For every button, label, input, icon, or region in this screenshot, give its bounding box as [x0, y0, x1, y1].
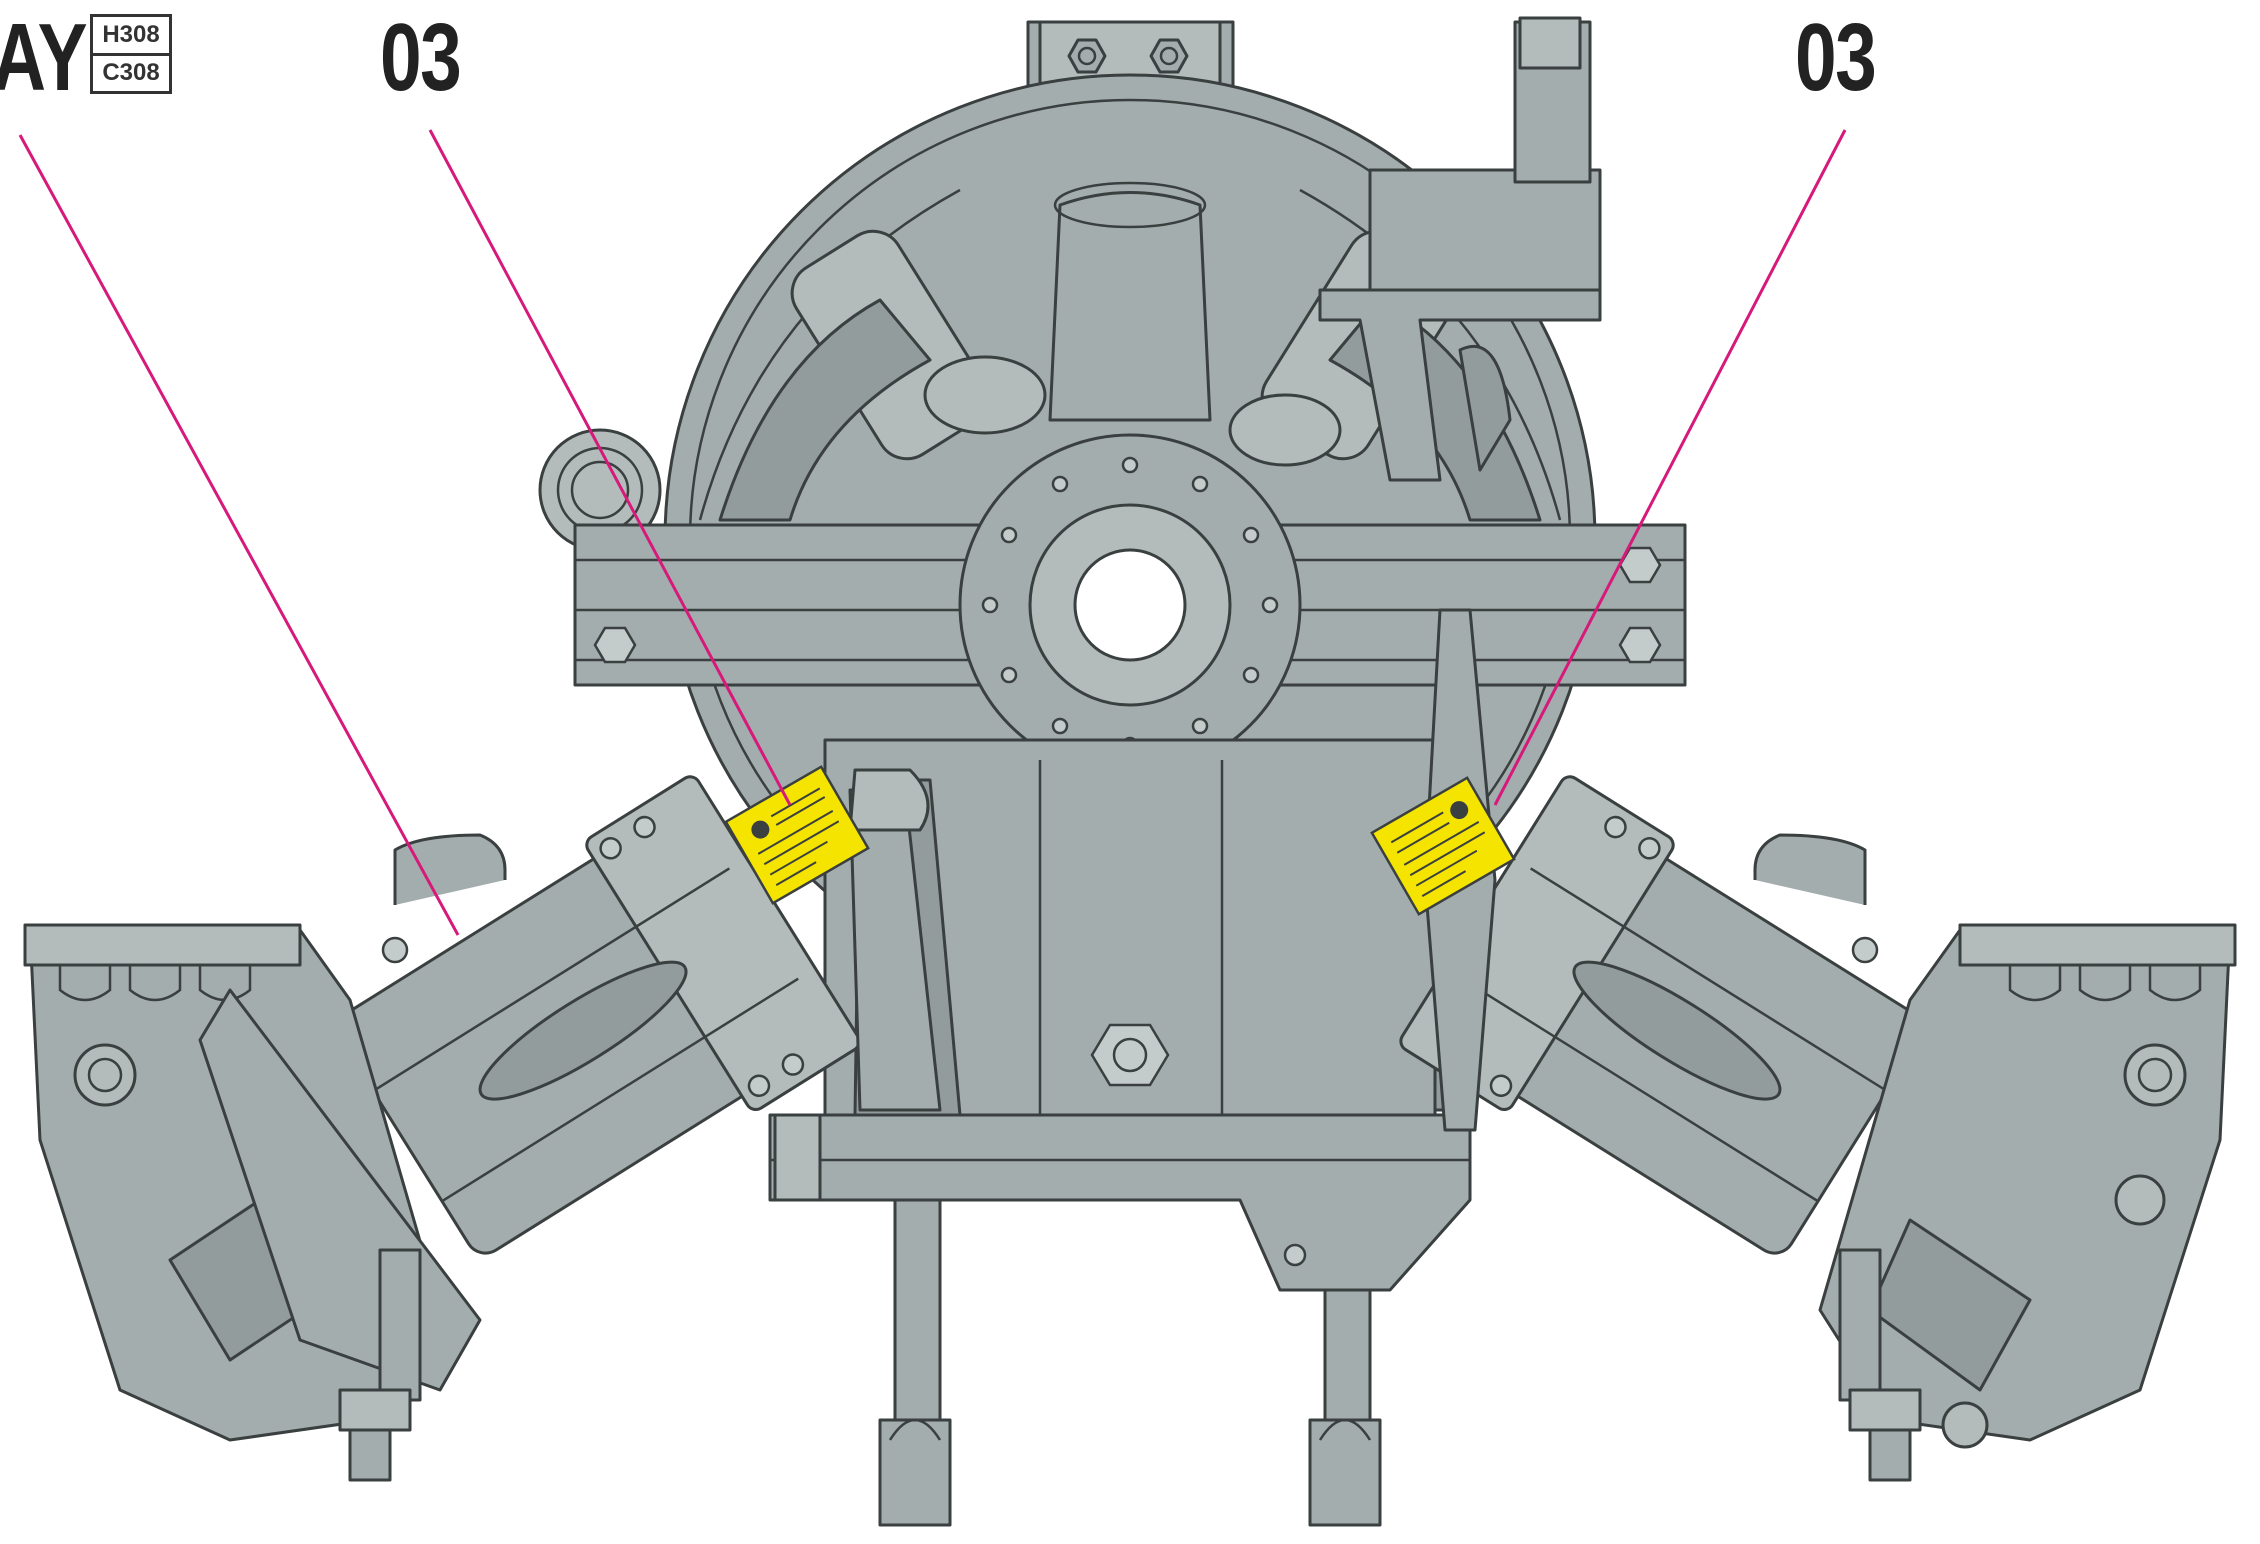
- leader-line-left-truncated: [18, 134, 460, 936]
- base-beam: [768, 1113, 1472, 1292]
- central-hub: [958, 433, 1302, 777]
- left-end-housing: [23, 833, 507, 1482]
- model-badge-bottom: C308: [93, 52, 169, 92]
- support-leg-right: [1308, 1288, 1382, 1527]
- right-end-housing: [1753, 833, 2237, 1482]
- callout-label-03-left: 03: [380, 4, 462, 111]
- left-lever: [848, 768, 942, 1112]
- support-leg-left: [878, 1198, 952, 1527]
- callout-label-truncated: AY: [0, 4, 88, 111]
- warning-label-icon: [751, 820, 770, 839]
- leader-line-03-left: [428, 129, 792, 806]
- left-arm: [336, 775, 861, 1255]
- hub-bolt-circle: [981, 456, 1279, 754]
- warning-label-icon: [1450, 801, 1469, 820]
- leader-line-03-right: [1493, 129, 1847, 806]
- warning-label-right: [1370, 776, 1516, 916]
- warning-label-left: [724, 765, 870, 905]
- leader-lines: [18, 129, 1847, 936]
- callout-label-03-right: 03: [1795, 4, 1877, 111]
- model-badge-top: H308: [102, 20, 160, 48]
- model-badge: H308 C308: [90, 14, 172, 94]
- upper-right-bracket: [1318, 16, 1602, 482]
